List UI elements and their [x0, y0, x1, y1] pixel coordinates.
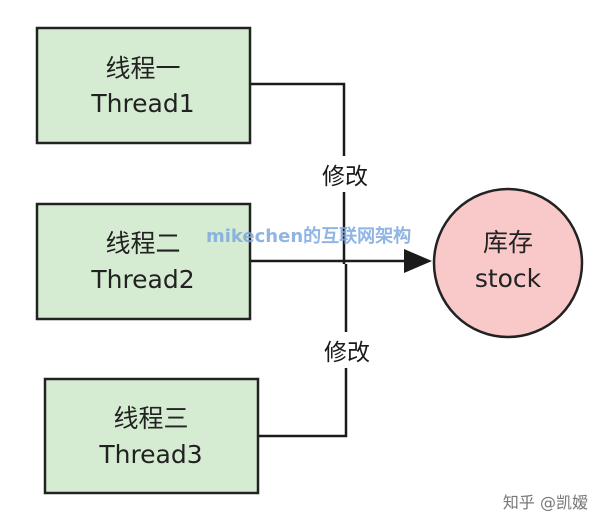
stock-name: 库存	[483, 228, 533, 257]
connector-thread1	[251, 82, 346, 264]
thread-1-id: Thread1	[90, 89, 194, 118]
thread-box-2-rect	[35, 202, 252, 321]
thread-3-name: 线程三	[113, 404, 188, 433]
connector-thread3	[258, 264, 348, 438]
stock-id: stock	[475, 264, 542, 293]
thread-2-name: 线程二	[105, 229, 180, 258]
stock-node: 库存 stock	[432, 187, 584, 339]
thread-3-id: Thread3	[98, 440, 202, 469]
arrow-head-icon	[404, 249, 432, 273]
upper-label-background	[312, 156, 378, 192]
thread-box-3: 线程三 Thread3	[43, 377, 260, 495]
lower-label-background	[314, 332, 380, 368]
thread-box-1: 线程一 Thread1	[35, 26, 252, 145]
edge-label-upper: 修改	[322, 164, 368, 190]
edge-label-lower: 修改	[324, 340, 370, 366]
corner-credit: 知乎 @凯嫒	[503, 493, 588, 512]
thread-box-3-rect	[43, 377, 260, 495]
stock-circle	[432, 187, 584, 339]
watermark: mikechen的互联网架构	[206, 225, 411, 247]
thread-box-1-rect	[35, 26, 252, 145]
thread-2-id: Thread2	[90, 265, 194, 294]
thread-box-2: 线程二 Thread2	[35, 202, 252, 321]
thread-1-name: 线程一	[105, 54, 180, 83]
